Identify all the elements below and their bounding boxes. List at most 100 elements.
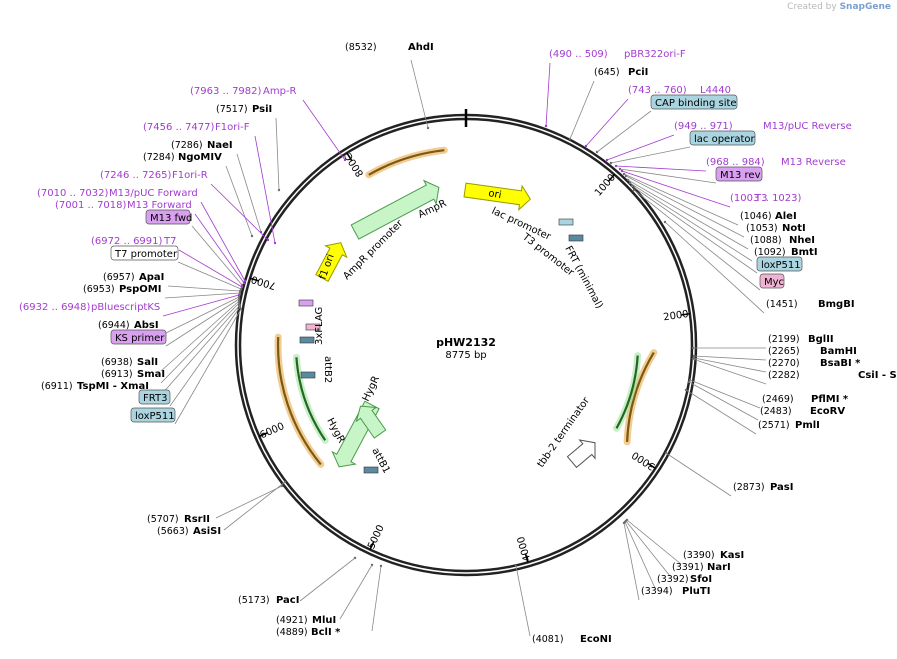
position-bmgbi: (1451) — [766, 299, 798, 310]
primer-name-l4440: L4440 — [700, 85, 731, 96]
label-bmgbi[interactable]: (1451)BmgBI — [766, 299, 855, 310]
label-bsabi[interactable]: (2270)BsaBI * — [768, 358, 861, 369]
name-pbr322: (490 .. 509) — [549, 49, 608, 60]
ruler-tick-label: 7000 — [250, 273, 278, 291]
label-ecorv[interactable]: (2483)EcoRV — [760, 406, 845, 417]
name-pbks: (6932 .. 6948) — [19, 302, 91, 313]
label-t3[interactable]: (1003 .. 1023)T3 — [730, 193, 802, 204]
name-paci: PacI — [276, 595, 299, 606]
name-noti: NotI — [782, 223, 806, 234]
leader-naei — [236, 153, 262, 233]
leader-m13rev-p — [615, 165, 707, 172]
label-econi[interactable]: (4081)EcoNI — [532, 634, 612, 645]
label-ahdi[interactable]: (8532)AhdI — [345, 42, 434, 53]
label-naei[interactable]: (7286)NaeI — [171, 140, 233, 151]
label-loxp511a[interactable]: loxP511 — [130, 407, 176, 423]
leader-noti — [625, 175, 745, 238]
label-mlui[interactable]: (4921)MluI — [276, 615, 336, 626]
leader-kasi — [626, 519, 682, 565]
name-sali: SalI — [137, 357, 158, 368]
position-rsrii: (5707) — [147, 514, 179, 525]
label-pbr322[interactable]: (490 .. 509)pBR322ori-F — [549, 49, 686, 60]
ruler-tick — [524, 553, 529, 563]
label-pbks[interactable]: (6932 .. 6948)pBluescriptKS — [19, 302, 160, 313]
position-bglii: (2199) — [768, 334, 800, 345]
position-ecorv: (2483) — [760, 406, 792, 417]
position-pspomi: (6953) — [83, 284, 115, 295]
leader-m13fwd — [191, 225, 243, 286]
label-frt3[interactable]: FRT3 — [138, 389, 171, 405]
label-ngomiv[interactable]: (7284)NgoMIV — [143, 152, 222, 163]
label-m13f[interactable]: (7001 .. 7018)M13 Forward — [55, 200, 192, 211]
leader-econi — [515, 565, 531, 637]
label-psii[interactable]: (7517)PsiI — [216, 104, 272, 115]
label-nari[interactable]: (3391)NarI — [672, 562, 731, 573]
label-pasi[interactable]: (2873)PasI — [733, 482, 793, 493]
name-t3: (1003 .. 1023) — [730, 193, 802, 204]
leader-m13rev — [619, 168, 717, 184]
small-feature-block — [363, 466, 379, 474]
label-l4440[interactable]: (743 .. 760)L4440 — [628, 85, 731, 96]
label-sali[interactable]: (6938)SalI — [101, 357, 158, 368]
label-lacop[interactable]: lac operator — [689, 130, 755, 146]
label-asisi[interactable]: (5663)AsiSI — [157, 526, 221, 537]
label-f1ori-r[interactable]: (7246 .. 7265)F1ori-R — [100, 170, 208, 181]
label-pmli[interactable]: (2571)PmlI — [758, 420, 820, 431]
label-t7[interactable]: (6972 .. 6991)T7 — [91, 236, 176, 247]
ruler-tick-label: 3000 — [630, 449, 657, 472]
label-smai[interactable]: (6913)SmaI — [101, 369, 165, 380]
name-pcii: PciI — [628, 67, 648, 78]
label-absi[interactable]: (6944)AbsI — [98, 320, 159, 331]
label-ksprimer[interactable]: KS primer — [110, 329, 167, 345]
label-pflmi[interactable]: (2469)PflMI * — [762, 394, 849, 405]
label-nhei[interactable]: (1088)NheI — [750, 235, 815, 246]
label-m13pucf[interactable]: (7010 .. 7032)M13/pUC Forward — [37, 188, 198, 199]
label-amp-r[interactable]: (7963 .. 7982)Amp-R — [190, 86, 297, 97]
label-paci[interactable]: (5173)PacI — [238, 595, 299, 606]
label-bmti[interactable]: (1092)BmtI — [754, 247, 818, 258]
leader-myc — [633, 189, 761, 291]
label-tspmi[interactable]: (6911)TspMI - XmaI — [41, 381, 149, 392]
leader-absi — [163, 296, 240, 335]
position-bamhi: (2265) — [768, 346, 800, 357]
position-plutii: (3394) — [641, 586, 673, 597]
label-t7prom[interactable]: T7 promoter — [110, 245, 179, 261]
label-m13rev[interactable]: M13 rev — [715, 166, 763, 182]
label-loxp511b[interactable]: loxP511 — [756, 256, 803, 272]
name-pspomi: PspOMI — [119, 284, 161, 295]
label-myc[interactable]: Myc — [759, 273, 785, 289]
leader-f1ori-f — [254, 135, 276, 244]
primer-name-amp-r: Amp-R — [263, 86, 297, 97]
label-pspomi[interactable]: (6953) PspOMI — [83, 284, 161, 295]
label-rsrii[interactable]: (5707)RsrII — [147, 514, 210, 525]
amp-orange-arc-halo — [365, 146, 448, 179]
label-f1ori-f[interactable]: (7456 .. 7477)F1ori-F — [143, 122, 250, 133]
label-sfoi[interactable]: (3392)SfoI — [657, 574, 712, 585]
label-plutii[interactable]: (3394)PluTI — [641, 586, 710, 597]
position-absi: (6944) — [98, 320, 130, 331]
ruler-tick — [346, 152, 353, 161]
label-noti[interactable]: (1053)NotI — [746, 223, 806, 234]
right-orange-arc — [626, 352, 655, 442]
label-kasi[interactable]: (3390)KasI — [683, 550, 744, 561]
label-m13fwd[interactable]: M13 fwd — [145, 209, 192, 225]
label-bamhi[interactable]: (2265)BamHI — [768, 346, 857, 357]
small-feature-block — [558, 218, 574, 226]
leader-bmgbi — [664, 221, 765, 314]
leader-alei — [623, 173, 739, 226]
ampr-arrow — [350, 179, 440, 240]
label-csii[interactable]: (2282)CsiI - SexAI * — [768, 370, 897, 381]
label-cap[interactable]: CAP binding site — [650, 94, 738, 110]
label-m13rev-p[interactable]: (968 .. 984)M13 Reverse — [706, 157, 846, 168]
label-apai[interactable]: (6957)ApaI — [103, 272, 164, 283]
label-bcli[interactable]: (4889)BclI * — [276, 627, 341, 638]
label-leaders — [160, 59, 767, 637]
label-pcii[interactable]: (645)PciI — [594, 67, 648, 78]
name-f1ori-f: (7456 .. 7477) — [143, 122, 215, 133]
label-m13pucr[interactable]: (949 .. 971)M13/pUC Reverse — [674, 121, 852, 132]
label-bglii[interactable]: (2199)BglII — [768, 334, 834, 345]
label-alei[interactable]: (1046)AleI — [740, 211, 797, 222]
leader-l4440 — [585, 98, 629, 147]
name-sfoi: SfoI — [690, 574, 712, 585]
